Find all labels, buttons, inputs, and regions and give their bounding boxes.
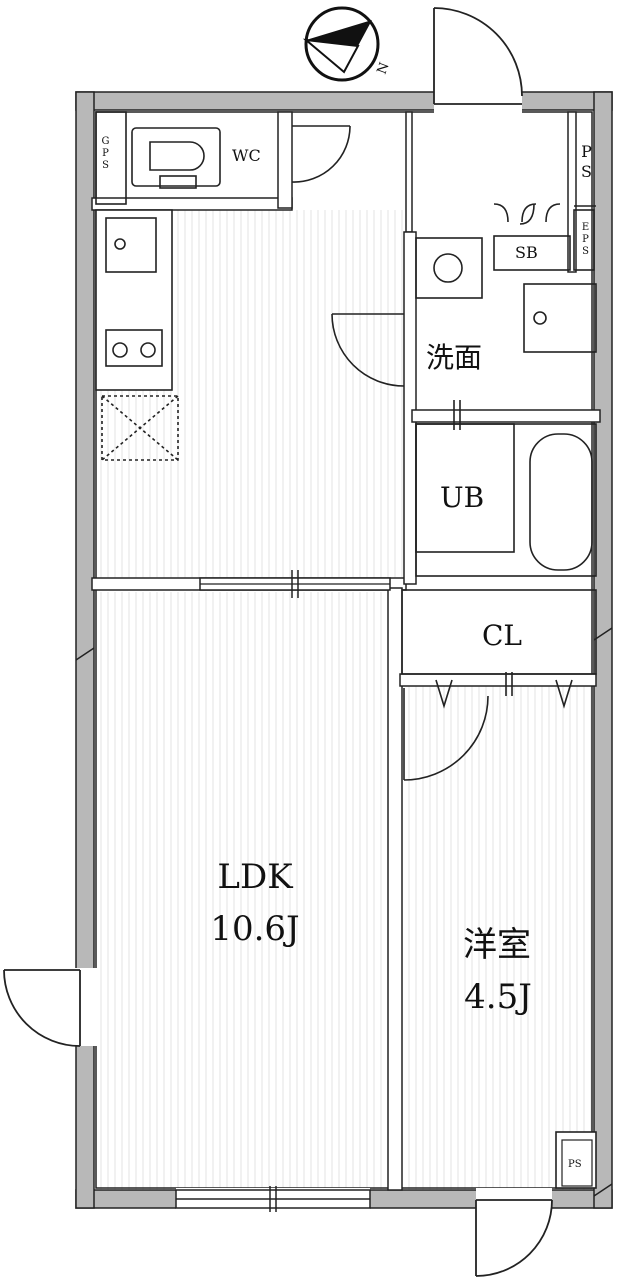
- right-window-marks: [75, 627, 613, 1197]
- entrance-door: [433, 7, 523, 105]
- closet: [401, 589, 597, 709]
- ldk-name-label: LDK: [217, 857, 293, 897]
- left-door: [3, 969, 81, 1047]
- washroom-label: 洗面: [426, 341, 483, 374]
- western-room-name-label: 洋室: [463, 925, 531, 965]
- closet-label: CL: [482, 619, 523, 652]
- ps-top-label: PS: [577, 142, 596, 182]
- interior-walls: [91, 111, 601, 1191]
- kitchen-counter: [95, 209, 173, 391]
- ldk-floor: [92, 592, 390, 1190]
- ps-bottom-label: PS: [568, 1159, 582, 1170]
- unit-bath: [415, 423, 597, 577]
- western-room-size-label: 4.5J: [464, 977, 532, 1017]
- balcony-door: [475, 1199, 553, 1277]
- unit-bath-label: UB: [440, 481, 485, 514]
- western-room-door: [403, 688, 489, 781]
- sb-label: SB: [515, 243, 538, 262]
- ldk-size-label: 10.6J: [210, 909, 300, 949]
- wc-fixtures: [95, 111, 351, 205]
- refrigerator-space: [101, 395, 179, 461]
- washroom-fixtures: [331, 237, 597, 430]
- wc-label: WC: [232, 146, 261, 165]
- eps-label: EPS: [580, 222, 591, 258]
- ps-box: [555, 1131, 597, 1189]
- ldk-window: [175, 1186, 371, 1212]
- shaft-boxes: [493, 203, 596, 271]
- gps-label: GPS: [100, 136, 111, 172]
- north-arrow-icon: [302, 6, 380, 82]
- western-room-floor: [404, 686, 602, 1190]
